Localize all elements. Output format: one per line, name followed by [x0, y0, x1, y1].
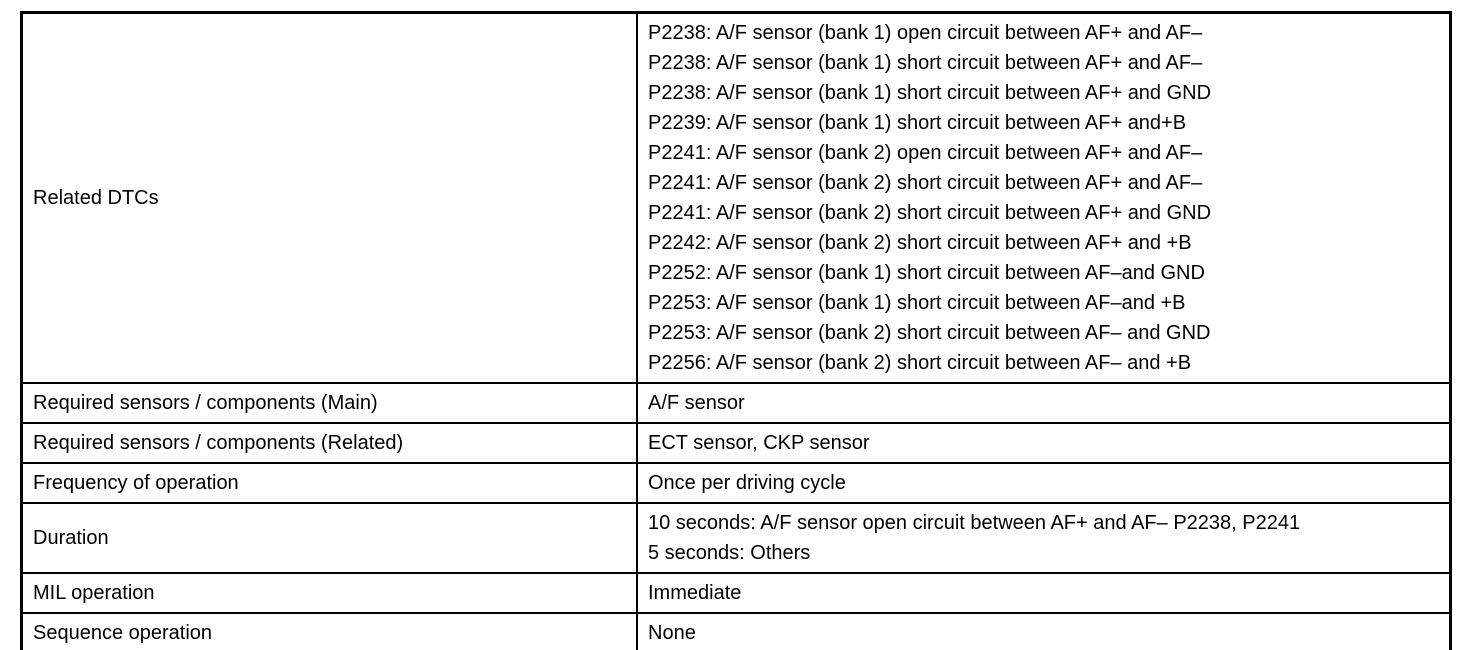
row-value: Immediate — [636, 572, 1452, 614]
dtc-line: P2241: A/F sensor (bank 2) short circuit… — [648, 172, 1203, 194]
table-row-sequence-operation: Sequence operation None — [20, 612, 1452, 650]
row-value: A/F sensor — [636, 382, 1452, 424]
value-line: 5 seconds: Others — [648, 542, 811, 564]
row-value: P2238: A/F sensor (bank 1) open circuit … — [636, 11, 1452, 384]
row-label: Related DTCs — [20, 11, 638, 384]
row-label: Required sensors / components (Main) — [20, 382, 638, 424]
row-value: None — [636, 612, 1452, 650]
dtc-line: P2238: A/F sensor (bank 1) short circuit… — [648, 82, 1212, 104]
dtc-line: P2239: A/F sensor (bank 1) short circuit… — [648, 112, 1187, 134]
row-value: Once per driving cycle — [636, 462, 1452, 504]
dtc-line: P2253: A/F sensor (bank 1) short circuit… — [648, 292, 1186, 314]
dtc-line: P2256: A/F sensor (bank 2) short circuit… — [648, 352, 1192, 374]
value-line: None — [648, 622, 696, 644]
dtc-line: P2253: A/F sensor (bank 2) short circuit… — [648, 322, 1211, 344]
value-line: A/F sensor — [648, 392, 745, 414]
dtc-line: P2238: A/F sensor (bank 1) short circuit… — [648, 52, 1203, 74]
dtc-line: P2242: A/F sensor (bank 2) short circuit… — [648, 232, 1192, 254]
table-row-required-sensors-main: Required sensors / components (Main) A/F… — [20, 382, 1452, 424]
dtc-line: P2241: A/F sensor (bank 2) short circuit… — [648, 202, 1212, 224]
table-row-mil-operation: MIL operation Immediate — [20, 572, 1452, 614]
table-row-related-dtcs: Related DTCs P2238: A/F sensor (bank 1) … — [20, 11, 1452, 384]
table-row-frequency-of-operation: Frequency of operation Once per driving … — [20, 462, 1452, 504]
dtc-line: P2241: A/F sensor (bank 2) open circuit … — [648, 142, 1203, 164]
value-line: Immediate — [648, 582, 742, 604]
row-label: Frequency of operation — [20, 462, 638, 504]
row-label: Required sensors / components (Related) — [20, 422, 638, 464]
row-label: Duration — [20, 502, 638, 574]
dtc-line: P2252: A/F sensor (bank 1) short circuit… — [648, 262, 1205, 284]
row-value: 10 seconds: A/F sensor open circuit betw… — [636, 502, 1452, 574]
value-line: Once per driving cycle — [648, 472, 846, 494]
row-label: Sequence operation — [20, 612, 638, 650]
dtc-spec-table: Related DTCs P2238: A/F sensor (bank 1) … — [20, 11, 1452, 650]
value-line: ECT sensor, CKP sensor — [648, 432, 870, 454]
table-row-duration: Duration 10 seconds: A/F sensor open cir… — [20, 502, 1452, 574]
row-value: ECT sensor, CKP sensor — [636, 422, 1452, 464]
dtc-line: P2238: A/F sensor (bank 1) open circuit … — [648, 22, 1203, 44]
value-line: 10 seconds: A/F sensor open circuit betw… — [648, 512, 1301, 534]
row-label: MIL operation — [20, 572, 638, 614]
table-row-required-sensors-related: Required sensors / components (Related) … — [20, 422, 1452, 464]
